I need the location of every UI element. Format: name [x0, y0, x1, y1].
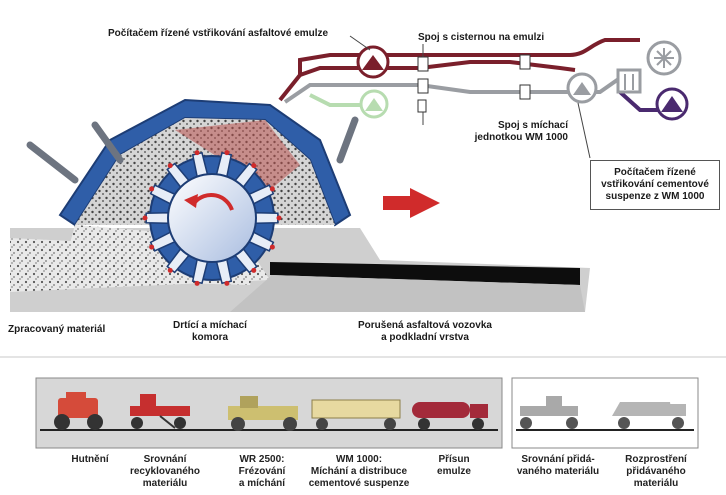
crusher-label: Drtící a míchací komora — [150, 320, 270, 344]
recycled-line1: Srovnání — [120, 454, 210, 466]
spread-line2: přidávaného — [608, 466, 704, 478]
spread-line1: Rozprostření — [608, 454, 704, 466]
tooth-tip — [195, 281, 200, 286]
wm-line2: Míchání a distribuce — [300, 466, 418, 478]
wm-line1: WM 1000: — [300, 454, 418, 466]
drum-tooth — [256, 213, 278, 224]
recycled-line2: recyklovaného — [120, 466, 210, 478]
purple-pump-icon — [657, 89, 687, 119]
tooth-tip — [224, 281, 229, 286]
mixer-link-line1: Spoj s míchací — [440, 120, 568, 132]
wr-line2: Frézování — [222, 466, 302, 478]
tooth-tip — [143, 216, 148, 221]
wr2500-label: WR 2500: Frézování a míchání — [222, 454, 302, 490]
wm1000-label: WM 1000: Míchání a distribuce cementové … — [300, 454, 418, 490]
cement-spray-line1: Počítačem řízené — [591, 161, 719, 179]
tooth-tip — [168, 163, 173, 168]
tooth-tip — [277, 216, 282, 221]
damaged-line1: Porušená asfaltová vozovka — [325, 320, 525, 332]
tooth-tip — [251, 163, 256, 168]
direction-arrow — [383, 188, 440, 218]
tooth-tip — [270, 245, 275, 250]
cement-spray-line2: vstřikování cementové — [591, 179, 719, 191]
added-level-line1: Srovnání přidá- — [508, 454, 608, 466]
snowflake-icon — [648, 42, 680, 74]
tooth-tip — [270, 186, 275, 191]
added-level-line2: vaného materiálu — [508, 466, 608, 478]
recycled-level-label: Srovnání recyklovaného materiálu — [120, 454, 210, 490]
wr-line1: WR 2500: — [222, 454, 302, 466]
damaged-line2: a podkladní vrstva — [325, 332, 525, 344]
emulsion-line2: emulze — [424, 466, 484, 478]
spread-line3: materiálu — [608, 478, 704, 490]
tank-link-label: Spoj s cisternou na emulzi — [418, 32, 544, 44]
wr-line3: a míchání — [222, 478, 302, 490]
emulsion-pump-icon — [358, 47, 388, 77]
cement-spray-box: Počítačem řízené vstřikování cementové s… — [590, 160, 720, 210]
mixer-link-label: Spoj s míchací jednotkou WM 1000 — [440, 120, 568, 144]
tooth-tip — [195, 150, 200, 155]
drum-tooth — [146, 213, 168, 224]
recycled-line3: materiálu — [120, 478, 210, 490]
mixer-tank-icon — [618, 70, 640, 92]
tooth-tip — [149, 245, 154, 250]
cement-pump-icon — [568, 74, 596, 102]
tooth-tip — [251, 268, 256, 273]
cement-spray-line3: suspenze z WM 1000 — [591, 191, 719, 203]
crusher-line2: komora — [150, 332, 270, 344]
processed-material-label: Zpracovaný materiál — [8, 324, 105, 336]
tooth-tip — [149, 186, 154, 191]
green-pump-icon — [361, 91, 387, 117]
wm-line3: cementové suspenze — [300, 478, 418, 490]
mixer-link-line2: jednotkou WM 1000 — [440, 132, 568, 144]
tooth-tip — [224, 150, 229, 155]
compaction-label: Hutnění — [60, 454, 120, 466]
damaged-road-label: Porušená asfaltová vozovka a podkladní v… — [325, 320, 525, 344]
emulsion-spray-label: Počítačem řízené vstřikování asfaltové e… — [108, 28, 328, 40]
emulsion-line1: Přísun — [424, 454, 484, 466]
spread-label: Rozprostření přidávaného materiálu — [608, 454, 704, 490]
emulsion-supply-label: Přísun emulze — [424, 454, 484, 478]
added-level-label: Srovnání přidá- vaného materiálu — [508, 454, 608, 478]
crusher-line1: Drtící a míchací — [150, 320, 270, 332]
tooth-tip — [168, 268, 173, 273]
cement-pipe — [285, 78, 660, 110]
